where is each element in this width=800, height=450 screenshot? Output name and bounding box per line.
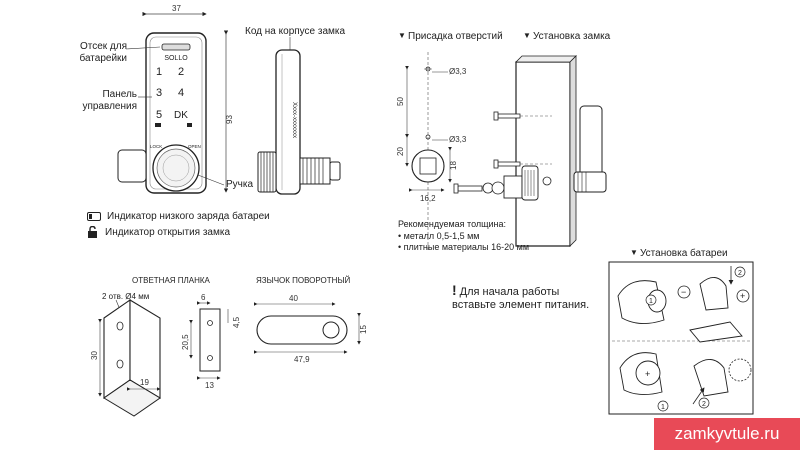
hole1-dia: Ø3,3 [449, 67, 467, 76]
keypad: 1 2 3 4 5 DK [155, 66, 192, 127]
lock-side-view: Xxxx-xxxxxxx [257, 37, 341, 195]
open-led-icon [187, 123, 192, 127]
dim-20-5: 20,5 [181, 334, 190, 350]
unlock-icon [88, 226, 97, 238]
thickness-metal: • металл 0,5-1,5 мм [398, 230, 480, 241]
key-4: 4 [178, 87, 184, 99]
open-mark: OPEN [188, 144, 201, 149]
dim-18: 18 [449, 161, 458, 170]
dim-16-2: 16,2 [420, 194, 436, 203]
hole2-dia: Ø3,3 [449, 135, 467, 144]
key-dk: DK [174, 110, 188, 121]
battery-compartment [161, 43, 191, 51]
step2-top: 2 [738, 270, 742, 277]
minus-sign: − [681, 287, 686, 297]
battery-install-diagram: ▼ 1 − 2 + + 1 2 [608, 248, 754, 415]
key-2: 2 [178, 66, 184, 78]
dim-50: 50 [396, 97, 405, 106]
svg-text:+: + [645, 369, 650, 379]
installation-title: Установка замка [533, 31, 611, 42]
indicator-lock-open: Индикатор открытия замка [87, 226, 230, 238]
dim-4-5: 4,5 [232, 316, 241, 328]
dim-13: 13 [205, 381, 214, 390]
svg-text:▼: ▼ [398, 31, 406, 40]
step1-top: 1 [649, 298, 653, 305]
key-5: 5 [156, 109, 162, 121]
thickness-heading: Рекомендуемая толщина: [398, 219, 507, 229]
svg-text:▼: ▼ [523, 31, 531, 40]
control-panel-label: Панель управления [82, 89, 137, 112]
handle-label: Ручка [226, 179, 254, 190]
dim-15: 15 [359, 325, 368, 334]
battery-install-title: Установка батареи [640, 248, 728, 259]
dim-37: 37 [172, 4, 181, 13]
step2-bottom: 2 [702, 401, 706, 408]
thickness-boards: • плитные материалы 16-20 мм [398, 242, 530, 252]
site-watermark[interactable]: zamkyvtule.ru [654, 418, 800, 450]
lock-mark: LOCK [150, 144, 162, 149]
dim-6: 6 [201, 293, 206, 302]
strike-plate-diagram: 30 19 6 20,5 4,5 13 [90, 293, 241, 417]
svg-text:▼: ▼ [630, 248, 638, 257]
brand-logo: SOLLO [164, 55, 188, 62]
start-notice: !Для начала работы вставьте элемент пита… [452, 282, 590, 311]
dim-47-9: 47,9 [294, 355, 310, 364]
cam-diagram: 40 15 47,9 [254, 294, 368, 364]
key-3: 3 [156, 87, 162, 99]
low-battery-led-icon [155, 123, 161, 127]
strike-plate-title: ОТВЕТНАЯ ПЛАНКА [132, 276, 210, 285]
drilling-diagram: ▼ Ø3,3 Ø3,3 50 20 18 16,2 [396, 31, 467, 252]
dim-40: 40 [289, 294, 298, 303]
thickness-block: Рекомендуемая толщина: • металл 0,5-1,5 … [398, 219, 529, 254]
drilling-title: Присадка отверстий [408, 31, 503, 42]
dim-30: 30 [90, 351, 99, 360]
body-code-title: Код на корпусе замка [245, 26, 346, 37]
step1-bottom: 1 [661, 404, 665, 411]
strike-plate-holes: 2 отв. Ø4 мм [102, 292, 150, 301]
indicator-low-battery: Индикатор низкого заряда батареи [87, 211, 270, 222]
dim-93: 93 [225, 115, 234, 124]
key-1: 1 [156, 66, 162, 78]
exclamation-icon: ! [452, 282, 457, 298]
battery-compartment-label: Отсек для батарейки [79, 41, 127, 64]
lock-front-view: 37 93 SOLLO 1 2 3 4 5 DK LOCK OPEN [117, 4, 234, 194]
plus-sign: + [740, 291, 745, 301]
battery-icon [87, 212, 101, 221]
installation-diagram: ▼ [453, 31, 607, 247]
body-code-text: Xxxx-xxxxxxx [291, 102, 297, 138]
dim-19: 19 [140, 378, 149, 387]
dim-20: 20 [396, 147, 405, 156]
cam-title: ЯЗЫЧОК ПОВОРОТНЫЙ [256, 276, 351, 285]
